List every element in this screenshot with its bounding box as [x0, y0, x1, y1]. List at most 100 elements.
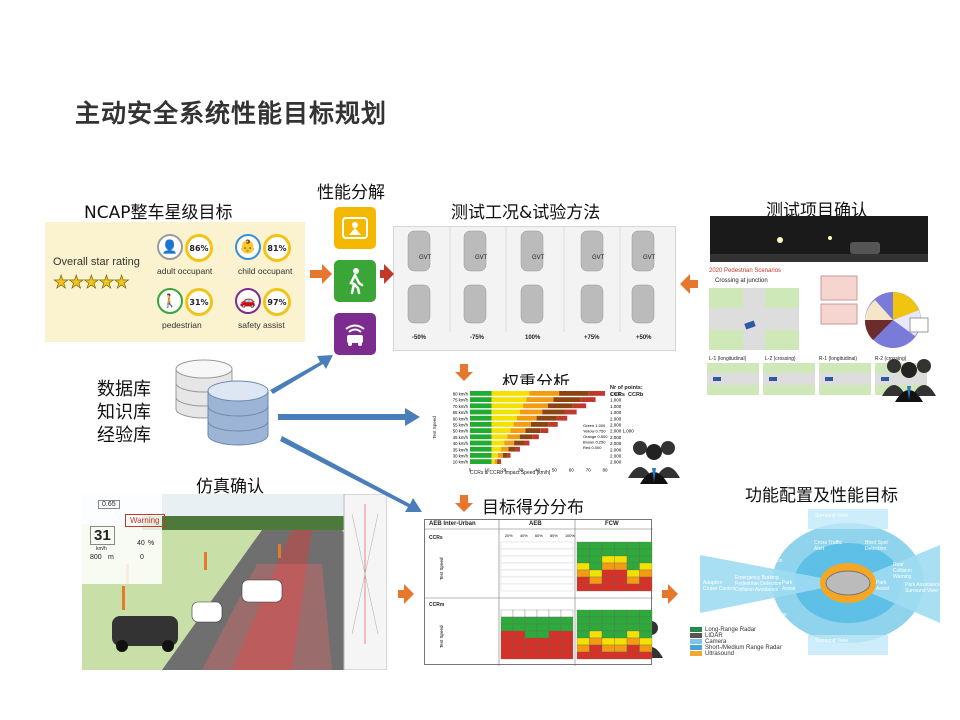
- label-ncap: NCAP整车星级目标: [84, 203, 233, 223]
- legend-swatch: [690, 651, 702, 657]
- lane-label-4: R-2 (crossing): [875, 356, 907, 362]
- lane-label-3: R-1 (longitudinal): [819, 356, 858, 362]
- score-cell: [560, 651, 574, 660]
- pedestrian-score: 31%: [185, 288, 213, 316]
- weight-bar-segment: [491, 397, 527, 402]
- weight-row-label: 10 km/h: [453, 460, 469, 465]
- weight-bar-segment: [508, 446, 516, 452]
- star-rating: ★★★★★: [53, 272, 130, 294]
- sim-top-value: 0.65: [98, 500, 120, 509]
- sim-zero: 0: [140, 554, 144, 561]
- weight-points: 2.000: [610, 441, 622, 446]
- weight-bar-segment: [524, 440, 530, 446]
- test-method-panel: GVT GVT GVT GVT GVT -50% -75% 100% +75% …: [393, 226, 676, 351]
- weight-bar-segment: [470, 446, 492, 452]
- weight-legend-item: Green 1.000: [583, 423, 606, 428]
- scenario-offset-1: -50%: [412, 335, 427, 341]
- scenario-offset-4: +75%: [584, 335, 600, 341]
- overall-rating-label: Overall star rating: [53, 256, 140, 268]
- legend-item: LIDAR: [690, 633, 782, 639]
- db-label-data: 数据库: [97, 379, 151, 400]
- weight-bar-segment: [491, 459, 495, 464]
- weight-bar-segment: [536, 415, 557, 421]
- weight-bar-segment: [501, 446, 509, 452]
- fn-node-park-assist-left: Park Assist: [782, 580, 796, 592]
- ncap-rating-card: Overall star rating ★★★★★ 👤 86% adult oc…: [45, 222, 305, 342]
- fn-node-traffic-sign: Traffic Sign Recognition: [756, 552, 783, 564]
- weight-tick: 60: [569, 467, 575, 472]
- label-simulation: 仿真确认: [196, 477, 264, 497]
- weight-bar-segment: [559, 391, 589, 396]
- weight-bar-segment: [548, 422, 558, 427]
- weight-bar-segment: [542, 409, 565, 415]
- label-score-dist: 目标得分分布: [482, 498, 584, 518]
- score-cell: [639, 583, 653, 592]
- weight-row-label: 60 km/h: [453, 416, 469, 421]
- weight-bar-segment: [470, 403, 492, 409]
- weight-bar-segment: [470, 397, 492, 402]
- weight-bar-segment: [519, 434, 533, 440]
- weight-points: 2.000: [610, 447, 622, 452]
- weight-row-label: 55 km/h: [453, 423, 469, 428]
- weight-bar-segment: [547, 403, 573, 409]
- weight-bar-segment: [470, 428, 492, 433]
- arrow-db-to-score: [280, 436, 422, 512]
- arrow-ncap-to-decompose: [310, 264, 332, 284]
- weight-tick: 20: [501, 467, 507, 472]
- weight-bar-segment: [491, 440, 505, 446]
- sim-distance: 800: [90, 554, 102, 561]
- weight-bar-segment: [564, 409, 577, 415]
- legend-item: Camera: [690, 639, 782, 645]
- legend-swatch: [690, 639, 702, 645]
- database-icon: [175, 359, 269, 446]
- weight-bar-segment: [530, 422, 549, 427]
- arrow-items-to-test: [680, 274, 698, 294]
- fn-node-acc: Adaptive Cruise Control: [703, 580, 735, 592]
- scenario-subheading: Crossing at junction: [715, 278, 768, 284]
- score-row-ccrs: CCRs: [429, 535, 443, 541]
- fn-node-emergency-braking: Emergency Braking Pedestrian Detection C…: [735, 575, 782, 593]
- safety-assist-label: safety assist: [238, 320, 285, 330]
- pedestrian-accident-pie: [820, 275, 929, 348]
- arrow-db-to-weight: [278, 408, 420, 426]
- scenario-tag-3: GVT: [532, 255, 545, 261]
- weight-bar-segment: [532, 434, 539, 440]
- weight-bar-segment: [497, 459, 500, 464]
- simulation-scene: [82, 494, 387, 670]
- fn-node-cross-traffic: Cross Traffic Alert: [814, 540, 842, 552]
- weight-row-label: 35 km/h: [453, 447, 469, 452]
- legend-swatch: [690, 627, 702, 632]
- weight-bar-segment: [588, 391, 605, 396]
- people-icon: [882, 359, 936, 402]
- label-function-config: 功能配置及性能目标: [745, 486, 898, 506]
- sim-speed-unit: km/h: [96, 546, 107, 552]
- weight-tick: 70: [586, 467, 592, 472]
- legend-swatch: [690, 633, 702, 639]
- sim-percent-unit: %: [148, 540, 155, 547]
- score-pct-header: 80%: [550, 534, 558, 538]
- weight-bar-segment: [494, 459, 498, 464]
- label-test-method: 测试工况&试验方法: [451, 203, 601, 223]
- database-labels: 数据库 知识库 经验库: [97, 378, 151, 447]
- weight-points: 2.000: [610, 460, 622, 465]
- weight-bar-segment: [519, 409, 543, 415]
- weight-row-label: 65 km/h: [453, 410, 469, 415]
- fn-node-park-assist-right: Park Assist: [876, 580, 890, 592]
- sensor-legend: Long-Range Radar LIDAR Camera Short-/Med…: [690, 627, 782, 657]
- weight-tick: 0: [469, 467, 472, 472]
- scenario-heading: 2020 Pedestrian Scenarios: [709, 268, 782, 274]
- adult-occupant-perf-icon: [334, 207, 376, 249]
- weight-points: 1.000: [610, 392, 622, 397]
- pedestrian-icon: 🚶: [157, 288, 183, 314]
- score-aeb: AEB: [529, 521, 542, 527]
- legend-swatch: [690, 645, 702, 651]
- adult-occupant-icon: 👤: [157, 234, 183, 260]
- weight-bar-segment: [510, 428, 526, 433]
- score-pct-header: 60%: [535, 534, 543, 538]
- weight-bar-segment: [507, 453, 511, 458]
- weight-bar-segment: [499, 459, 502, 464]
- weight-bar-segment: [470, 391, 492, 396]
- weight-bar-segment: [470, 440, 492, 446]
